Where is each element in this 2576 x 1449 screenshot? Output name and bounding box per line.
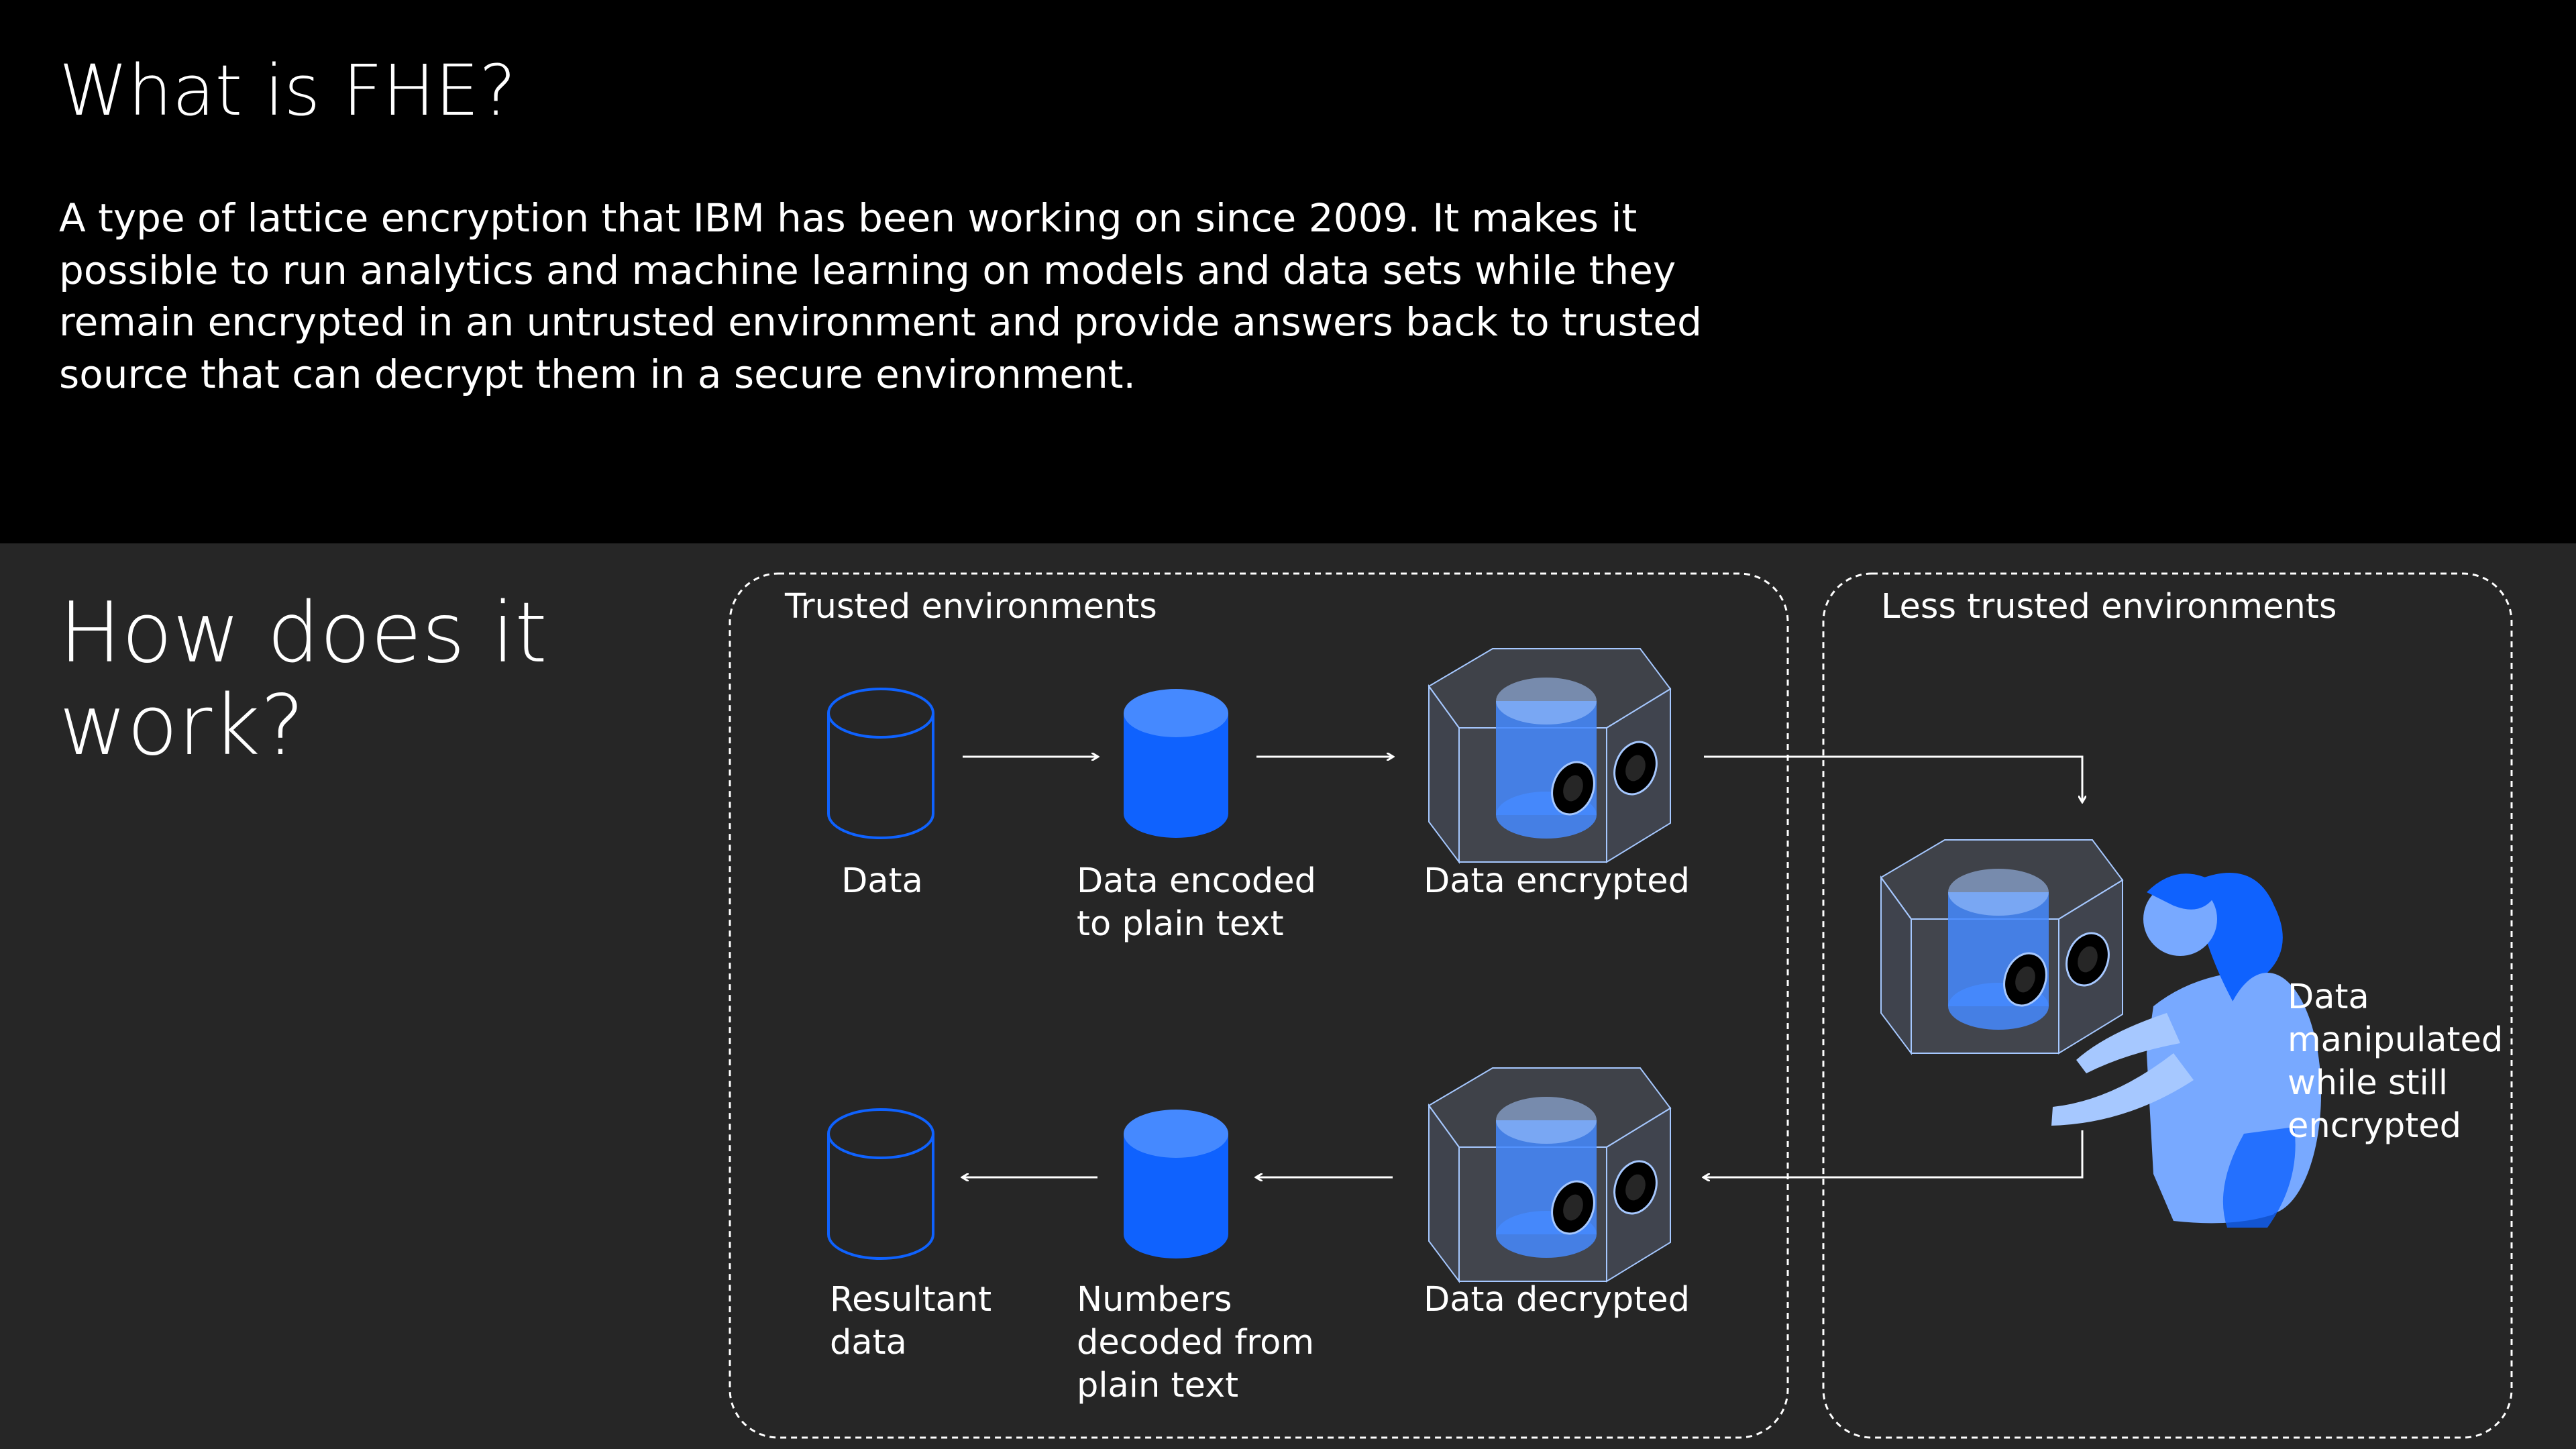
page-title: What is FHE? [59, 50, 517, 131]
step-data-label: Data [841, 861, 923, 901]
decoded-numbers-cylinder-icon [1124, 1110, 1228, 1258]
encoded-data-cylinder-icon [1124, 689, 1228, 838]
step-resultant-label: Resultant data [830, 1280, 992, 1362]
less-trusted-environment-box [1822, 572, 2513, 1439]
how-it-works-panel [0, 543, 2576, 1449]
person-illustration-icon [2051, 873, 2321, 1228]
fhe-description: A type of lattice encryption that IBM ha… [59, 195, 1702, 397]
encrypted-data-box-icon [1428, 647, 1672, 863]
trusted-environment-box [729, 572, 1789, 1439]
fhe-flow-diagram [729, 572, 2513, 1439]
step-encoded-label: Data encoded to plain text [1077, 861, 1317, 944]
data-cylinder-icon [827, 688, 934, 839]
section-title: How does it work? [59, 585, 547, 774]
less-trusted-environments-label: Less trusted environments [1881, 587, 2337, 627]
intro-panel [0, 0, 2576, 543]
step-manipulated-label: Data manipulated while still encrypted [2288, 977, 2504, 1146]
resultant-data-cylinder-icon [827, 1108, 934, 1260]
trusted-environments-label: Trusted environments [785, 587, 1157, 627]
decrypted-data-box-icon [1428, 1067, 1672, 1283]
encrypted-data-box-icon-remote [1880, 839, 2124, 1055]
step-decoded-label: Numbers decoded from plain text [1077, 1280, 1315, 1405]
step-encrypted-label: Data encrypted [1424, 861, 1690, 901]
step-decrypted-label: Data decrypted [1424, 1280, 1690, 1320]
